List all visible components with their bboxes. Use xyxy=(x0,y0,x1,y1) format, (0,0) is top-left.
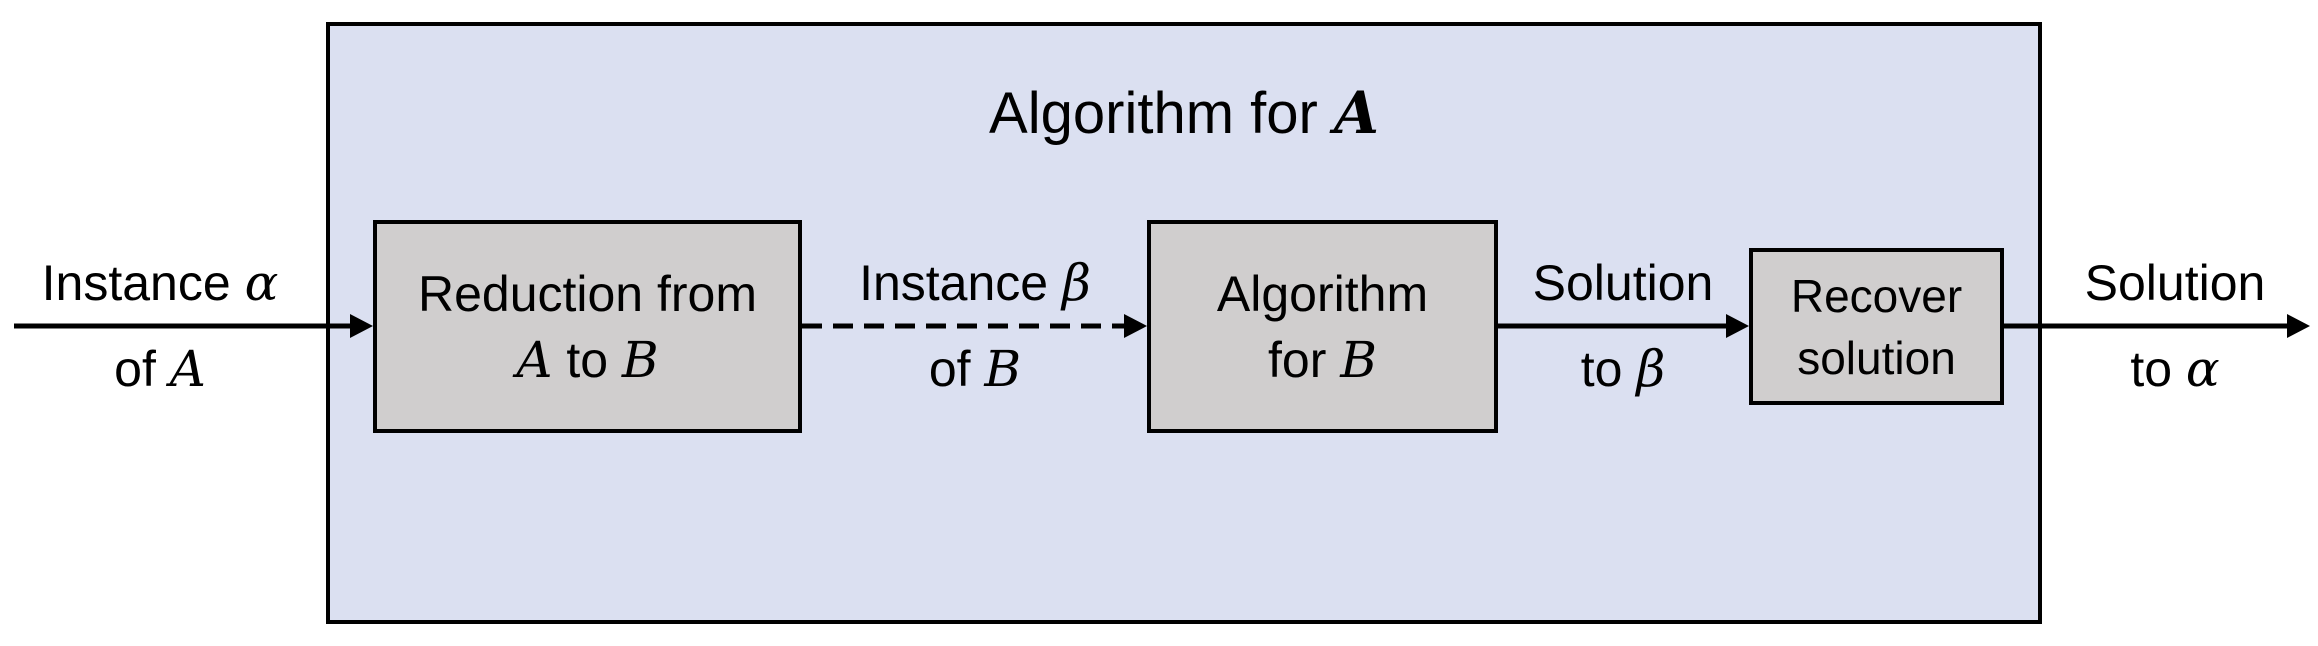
recover-line1: Recover xyxy=(1790,269,1963,322)
reduction-var-a: A xyxy=(516,330,553,389)
solution-beta-arrowhead xyxy=(1726,314,1749,338)
instance-beta-line2: of B xyxy=(810,326,1140,412)
reduction-line1: Reduction from xyxy=(417,265,758,322)
solution-beta-var: β xyxy=(1636,340,1666,398)
input-label-var-a: A xyxy=(169,340,206,398)
instance-beta-label: Instance β of B xyxy=(810,240,1140,412)
input-label: Instance α of A xyxy=(0,240,320,412)
algorithm-b-line1: Algorithm xyxy=(1216,265,1429,322)
output-arrowhead xyxy=(2287,314,2310,338)
solution-alpha-label: Solution to α xyxy=(2030,240,2318,412)
input-label-line1: Instance α xyxy=(0,240,320,326)
solution-alpha-line2: to α xyxy=(2030,326,2318,412)
recover-line2: solution xyxy=(1797,331,1956,384)
instance-beta-arrowhead xyxy=(1124,314,1147,338)
instance-beta-text: Instance xyxy=(859,255,1062,311)
solution-beta-pre: to xyxy=(1580,341,1637,397)
solution-beta-label: Solution to β xyxy=(1500,240,1746,412)
instance-beta-line1: Instance β xyxy=(810,240,1140,326)
solution-alpha-var: α xyxy=(2185,340,2220,398)
solution-beta-line1: Solution xyxy=(1532,255,1714,311)
instance-beta-pre: of xyxy=(928,341,985,397)
recover-solution-block: Recover solution xyxy=(1749,248,2004,405)
input-arrowhead xyxy=(350,314,373,338)
solution-beta-line2: to β xyxy=(1500,326,1746,412)
algorithm-b-var: B xyxy=(1340,330,1377,389)
input-label-line2: of A xyxy=(0,326,320,412)
solution-alpha-line1: Solution xyxy=(2084,255,2266,311)
instance-beta-var-b: B xyxy=(984,340,1022,398)
input-label-alpha: α xyxy=(244,254,279,312)
algorithm-b-line2: for B xyxy=(1268,327,1377,393)
input-label-pre: of xyxy=(114,341,170,397)
input-label-text: Instance xyxy=(41,255,245,311)
solution-alpha-pre: to xyxy=(2130,341,2186,397)
reduction-var-b: B xyxy=(621,330,659,389)
diagram-title: Algorithm for A xyxy=(326,78,2042,149)
reduction-mid: to xyxy=(552,331,622,388)
title-variable: A xyxy=(1333,79,1379,147)
reduction-line2: A to B xyxy=(516,327,658,393)
reduction-block: Reduction from A to B xyxy=(373,220,802,433)
algorithm-b-pre: for xyxy=(1268,331,1341,388)
instance-beta-var: β xyxy=(1062,254,1091,312)
algorithm-b-block: Algorithm for B xyxy=(1147,220,1498,433)
title-text: Algorithm for xyxy=(989,81,1334,146)
